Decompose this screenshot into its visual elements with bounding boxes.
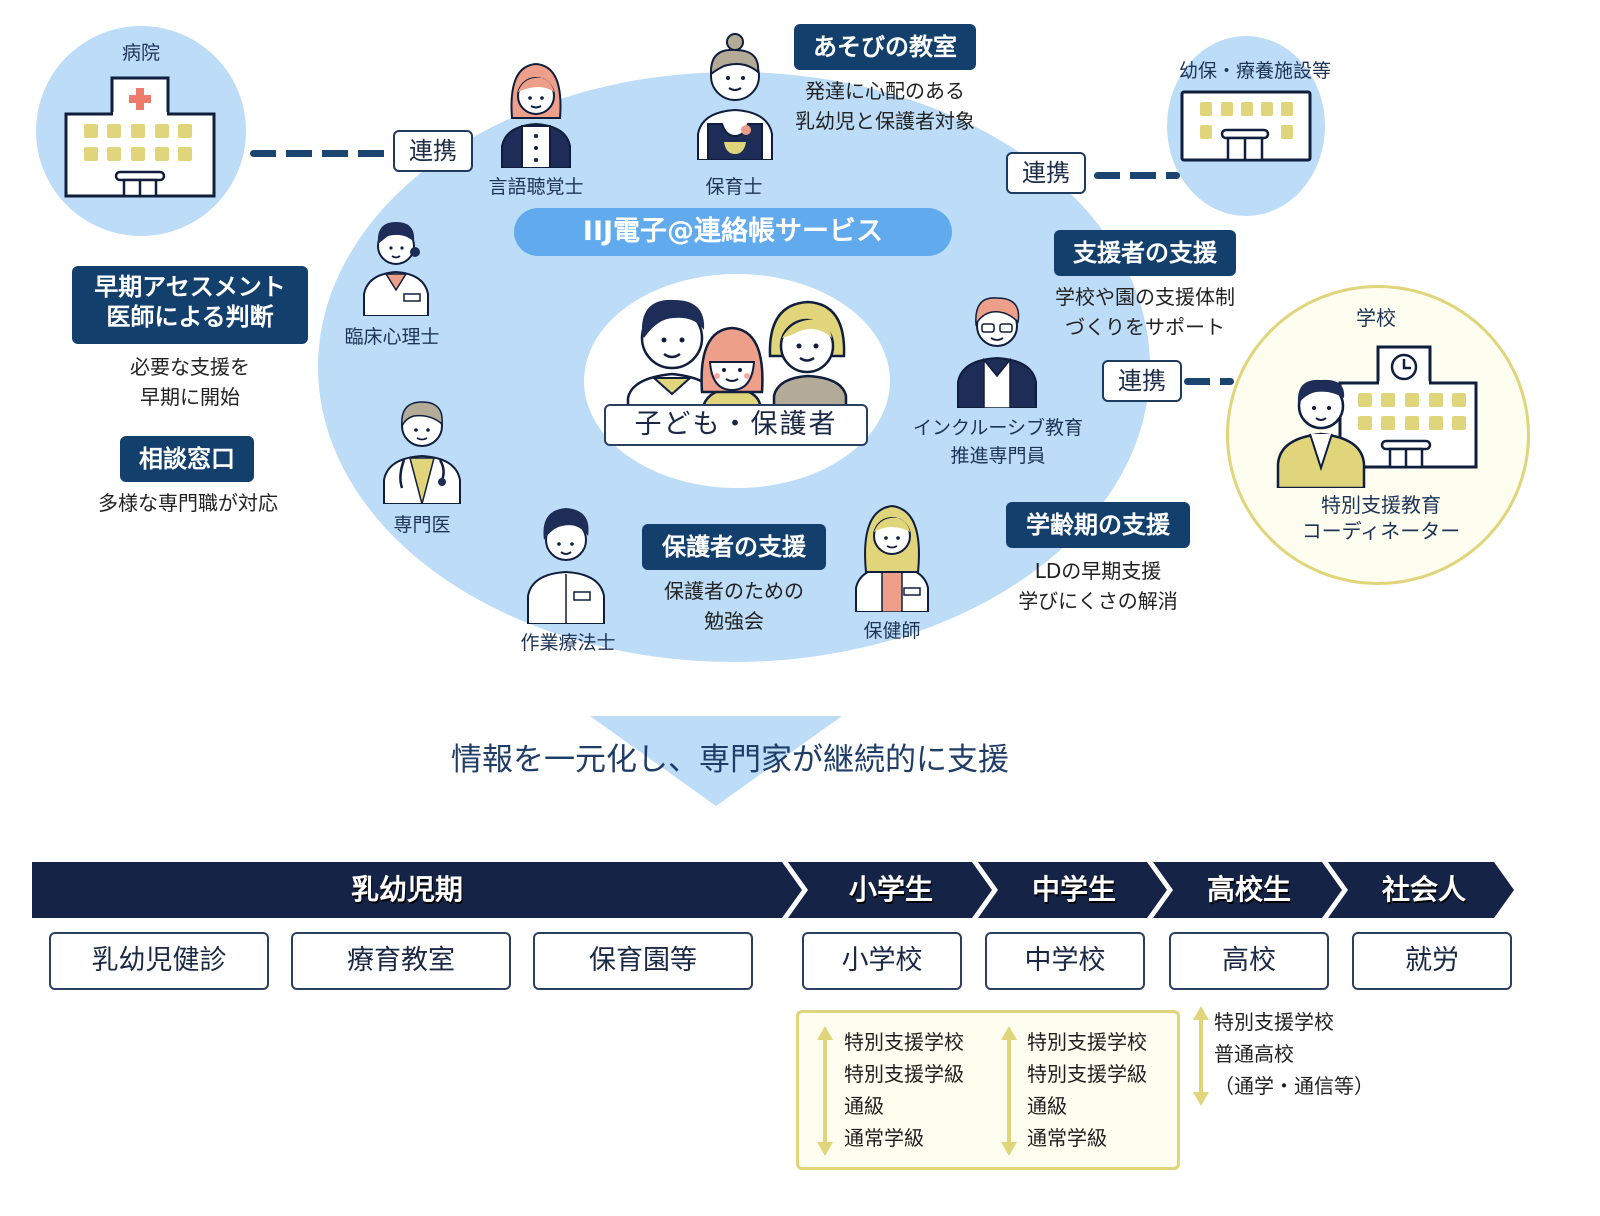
nursery-school-box: 保育園等 <box>533 932 753 990</box>
parent-support-description-line1: 保護者のための <box>664 579 804 603</box>
play-class-description-line2: 乳幼児と保護者対象 <box>795 109 975 133</box>
childcare-worker-label: 保育士 <box>705 176 763 198</box>
hospital-link-badge: 連携 <box>393 130 473 172</box>
junior-high-range-arrow-icon <box>1001 1026 1017 1156</box>
school-age-support-tag: 学齢期の支援 <box>1006 502 1190 548</box>
high-school-option: 普通高校 <box>1214 1042 1294 1066</box>
school-age-support-description: LDの早期支援 学びにくさの解消 <box>984 556 1212 616</box>
childcare-worker-icon <box>697 33 773 160</box>
parent-support-description-line2: 勉強会 <box>704 609 764 633</box>
hospital-building-icon <box>64 76 216 198</box>
junior-high-option: 特別支援学校 <box>1027 1030 1147 1054</box>
school-coordinator-label-line1: 特別支援教育 <box>1321 493 1441 517</box>
high-school-option: （通学・通信等） <box>1214 1074 1374 1098</box>
elementary-option: 特別支援学級 <box>844 1062 964 1086</box>
elementary-options-list: 特別支援学校 特別支援学級 通級 通常学級 <box>844 1026 964 1154</box>
elementary-range-arrow-icon <box>817 1026 833 1156</box>
clinical-psychologist-label: 臨床心理士 <box>344 326 440 348</box>
school-link-line <box>1184 378 1234 385</box>
down-arrow-icon <box>590 716 842 806</box>
school-coordinator-person-icon <box>1276 379 1366 488</box>
school-coordinator-label: 特別支援教育 コーディネーター <box>1266 492 1496 544</box>
consultation-tag: 相談窓口 <box>120 436 254 482</box>
high-school-options-list: 特別支援学校 普通高校 （通学・通信等） <box>1214 1006 1374 1102</box>
inclusive-education-specialist-label-line2: 推進専門員 <box>950 445 1046 467</box>
parent-support-description: 保護者のための 勉強会 <box>626 576 842 636</box>
early-assessment-description-line2: 早期に開始 <box>140 385 240 409</box>
school-options-panel <box>796 1010 1180 1170</box>
service-name-pill: IIJ電子@連絡帳サービス <box>514 208 952 256</box>
elementary-school-box: 小学校 <box>802 932 962 990</box>
inclusive-education-specialist-label: インクルーシブ教育 推進専門員 <box>888 414 1108 470</box>
timeline-bar <box>32 862 1514 918</box>
stage-elementary-label: 小学生 <box>848 873 933 906</box>
therapy-class-box: 療育教室 <box>291 932 511 990</box>
early-assessment-tag-line1: 早期アセスメント <box>94 273 286 301</box>
high-school-range-arrow-icon <box>1193 1006 1209 1106</box>
nursery-link-line <box>1094 172 1180 179</box>
play-class-description: 発達に心配のある 乳幼児と保護者対象 <box>770 76 1000 136</box>
parent-support-tag: 保護者の支援 <box>642 524 826 570</box>
hospital-link-line <box>250 150 395 157</box>
specialist-doctor-label: 専門医 <box>393 514 451 536</box>
school-link-badge: 連携 <box>1102 360 1182 402</box>
stage-adult-chevron <box>1328 862 1514 918</box>
supporter-support-description-line1: 学校や園の支援体制 <box>1055 285 1235 309</box>
supporter-support-description: 学校や園の支援体制 づくりをサポート <box>1030 282 1260 342</box>
occupational-therapist-label: 作業療法士 <box>520 632 616 654</box>
nursery-label: 幼保・療養施設等 <box>1178 60 1331 82</box>
play-class-tag: あそびの教室 <box>794 24 976 70</box>
infant-checkup-box: 乳幼児健診 <box>49 932 269 990</box>
clinical-psychologist-icon <box>363 222 429 316</box>
specialist-doctor-icon <box>383 401 461 504</box>
occupational-therapist-icon <box>527 508 605 624</box>
supporter-support-tag: 支援者の支援 <box>1054 230 1236 276</box>
summary-text: 情報を一元化し、専門家が継続的に支援 <box>451 742 1009 778</box>
play-class-description-line1: 発達に心配のある <box>805 79 965 103</box>
supporter-support-description-line2: づくりをサポート <box>1065 315 1225 339</box>
hospital-label: 病院 <box>121 42 160 64</box>
stage-adult-label: 社会人 <box>1381 873 1466 906</box>
early-assessment-description-line1: 必要な支援を <box>130 355 250 379</box>
center-label: 子ども・保護者 <box>604 404 868 446</box>
stage-infant-chevron <box>32 862 802 918</box>
employment-box: 就労 <box>1352 932 1512 990</box>
elementary-option: 通級 <box>844 1094 884 1118</box>
stage-elementary-chevron <box>788 862 992 918</box>
junior-high-option: 特別支援学級 <box>1027 1062 1147 1086</box>
school-age-support-description-line2: 学びにくさの解消 <box>1018 589 1178 613</box>
early-assessment-description: 必要な支援を 早期に開始 <box>90 352 290 412</box>
junior-high-option: 通級 <box>1027 1094 1067 1118</box>
speech-therapist-icon <box>501 62 571 168</box>
stage-junior-high-chevron <box>978 862 1167 918</box>
school-coordinator-label-line2: コーディネーター <box>1301 519 1461 543</box>
school-age-support-description-line1: LDの早期支援 <box>1034 559 1162 583</box>
high-school-option: 特別支援学校 <box>1214 1010 1334 1034</box>
inclusive-education-specialist-label-line1: インクルーシブ教育 <box>912 417 1084 439</box>
elementary-option: 特別支援学校 <box>844 1030 964 1054</box>
high-school-box: 高校 <box>1169 932 1329 990</box>
stage-high-school-label: 高校生 <box>1206 873 1291 906</box>
junior-high-options-list: 特別支援学校 特別支援学級 通級 通常学級 <box>1027 1026 1147 1154</box>
stage-junior-high-label: 中学生 <box>1031 873 1116 906</box>
facility-building-icon <box>1180 90 1312 162</box>
stage-infant-label: 乳幼児期 <box>350 873 463 906</box>
public-health-nurse-icon <box>855 504 929 612</box>
junior-high-option: 通常学級 <box>1027 1126 1107 1150</box>
public-health-nurse-label: 保健師 <box>863 620 921 642</box>
early-assessment-tag-line2: 医師による判断 <box>106 303 274 331</box>
early-assessment-tag: 早期アセスメント 医師による判断 <box>72 266 308 344</box>
junior-high-school-box: 中学校 <box>985 932 1145 990</box>
elementary-option: 通常学級 <box>844 1126 924 1150</box>
nursery-link-badge: 連携 <box>1006 152 1086 194</box>
school-building-icon <box>1338 345 1478 469</box>
inclusive-education-specialist-icon <box>957 297 1037 408</box>
speech-therapist-label: 言語聴覚士 <box>488 176 584 198</box>
stage-high-school-chevron <box>1153 862 1342 918</box>
consultation-description: 多様な専門職が対応 <box>98 491 278 515</box>
family-icon <box>626 299 848 416</box>
school-label: 学校 <box>1356 306 1396 330</box>
